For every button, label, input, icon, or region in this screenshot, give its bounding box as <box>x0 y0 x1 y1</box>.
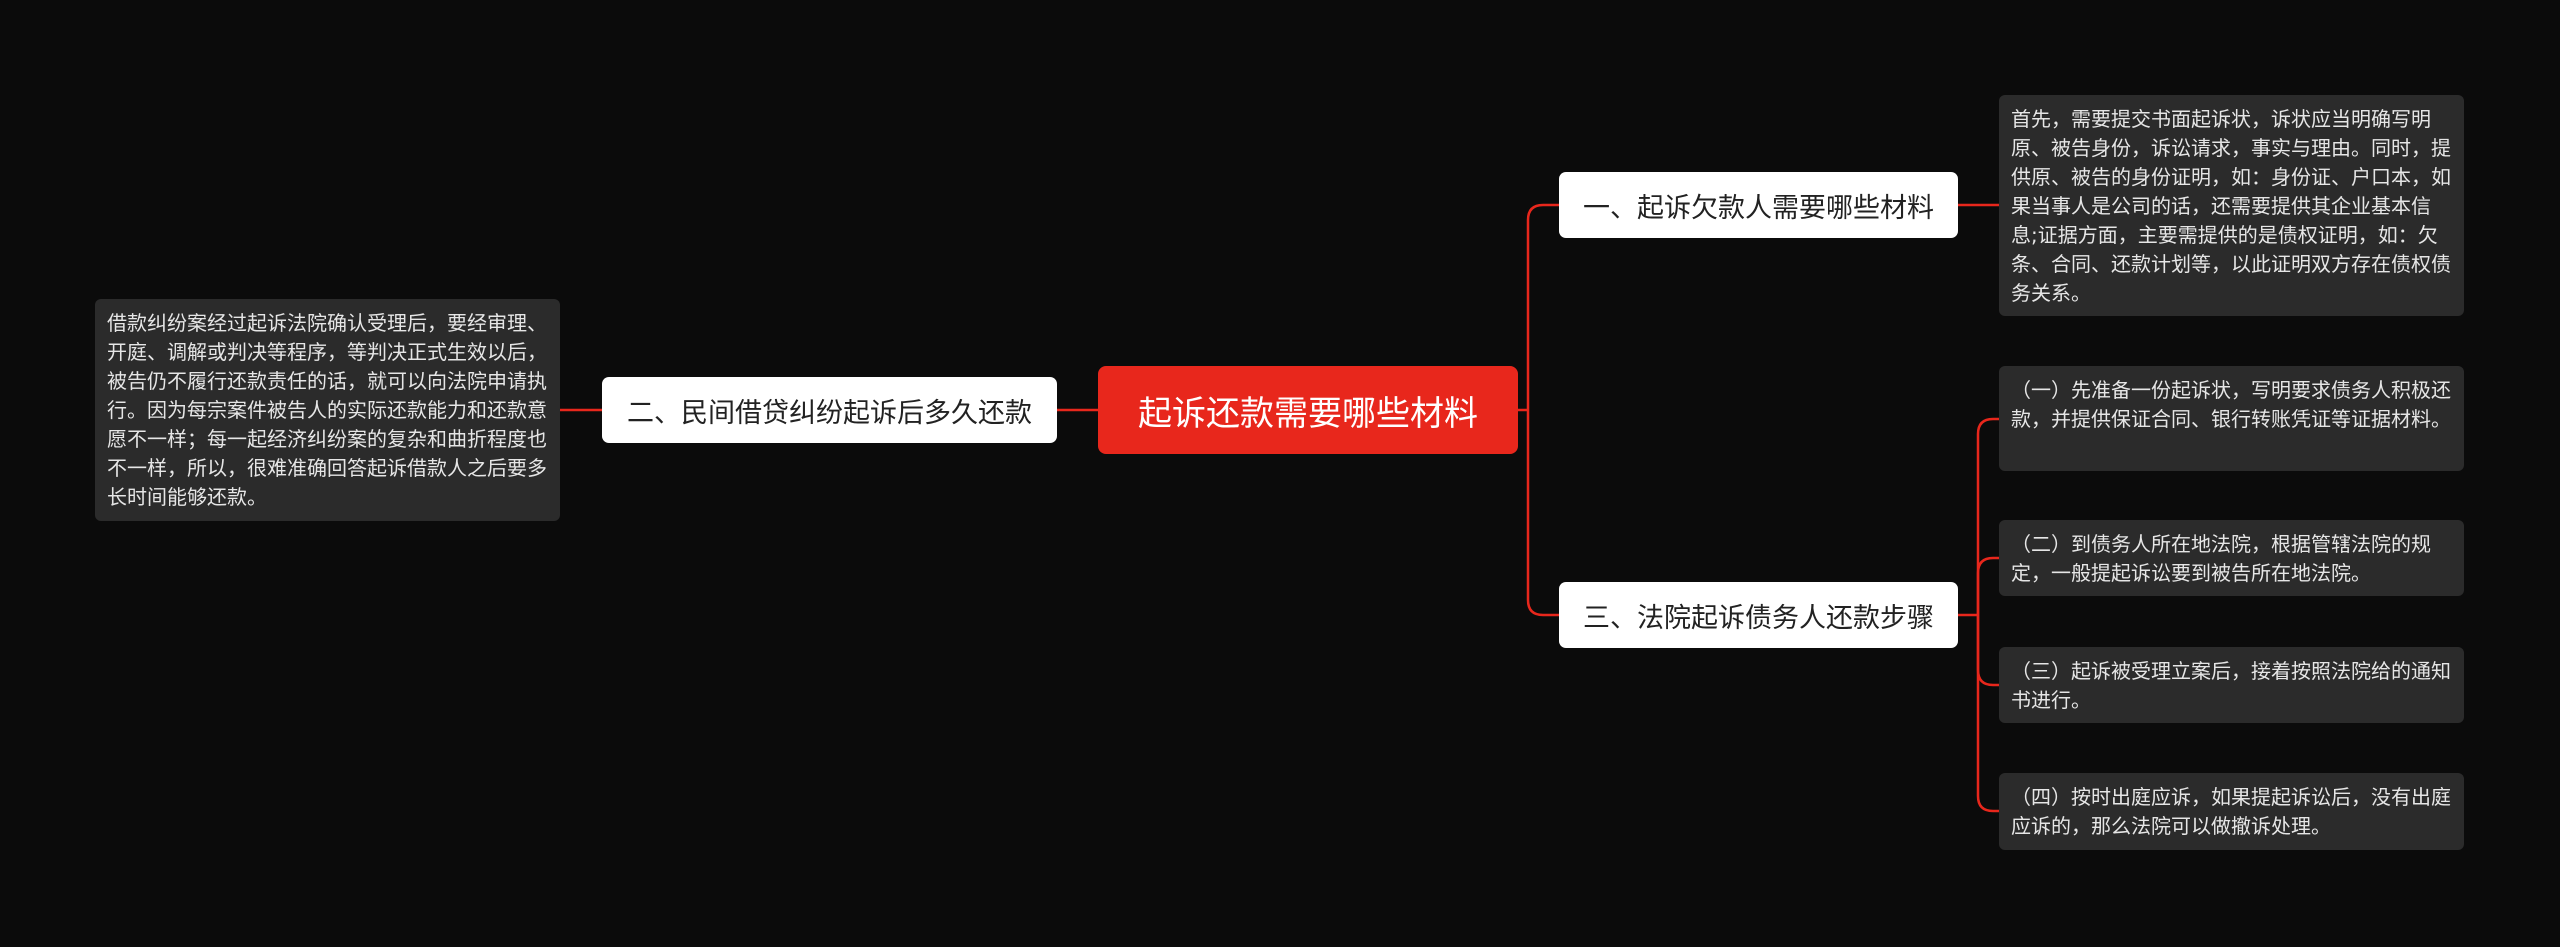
leaf-node-materials-detail[interactable]: 首先，需要提交书面起诉状，诉状应当明确写明原、被告身份，诉讼请求，事实与理由。同… <box>1999 95 2464 316</box>
connector-branch3-leaf5 <box>1976 615 1999 687</box>
leaf-node-step-4[interactable]: （四）按时出庭应诉，如果提起诉讼后，没有出庭应诉的，那么法院可以做撤诉处理。 <box>1999 773 2464 850</box>
branch-node-lawsuit-steps[interactable]: 三、法院起诉债务人还款步骤 <box>1559 582 1958 648</box>
connector-trunk-branch3 <box>1526 410 1559 617</box>
leaf-node-step-2[interactable]: （二）到债务人所在地法院，根据管辖法院的规定，一般提起诉讼要到被告所在地法院。 <box>1999 520 2464 596</box>
branch-node-repayment-time[interactable]: 二、民间借贷纠纷起诉后多久还款 <box>602 377 1057 443</box>
connector-branch3-leaf6 <box>1976 615 1999 813</box>
branch-node-materials[interactable]: 一、起诉欠款人需要哪些材料 <box>1559 172 1958 238</box>
root-node[interactable]: 起诉还款需要哪些材料 <box>1098 366 1518 454</box>
connector-trunk-branch1 <box>1526 203 1559 410</box>
leaf-node-step-1[interactable]: （一）先准备一份起诉状，写明要求债务人积极还款，并提供保证合同、银行转账凭证等证… <box>1999 366 2464 471</box>
connector-branch3-leaf4 <box>1976 556 1999 615</box>
leaf-node-step-3[interactable]: （三）起诉被受理立案后，接着按照法院给的通知书进行。 <box>1999 647 2464 723</box>
connector-branch3-leaf3 <box>1976 417 1999 615</box>
leaf-node-repayment-time-detail[interactable]: 借款纠纷案经过起诉法院确认受理后，要经审理、开庭、调解或判决等程序，等判决正式生… <box>95 299 560 521</box>
